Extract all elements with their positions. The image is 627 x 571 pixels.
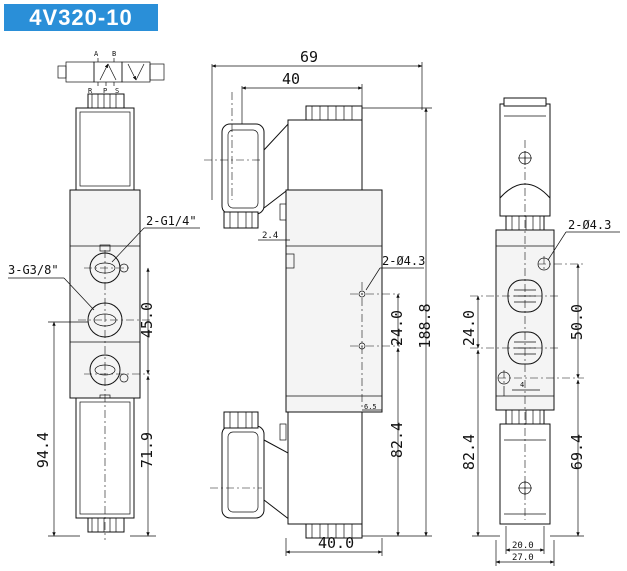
- front-view: 2-G1/4" 3-G3/8" 94.4 45.0 71.9: [8, 93, 200, 540]
- outlet-ports-label: 2-G1/4": [146, 214, 197, 228]
- dim-27-0: 27.0: [512, 553, 534, 563]
- dim-4: 4: [520, 381, 524, 389]
- inlet-ports-label: 3-G3/8": [8, 263, 59, 277]
- end-dim-69-4: 69.4: [568, 434, 586, 470]
- dim-71-9: 71.9: [138, 432, 156, 468]
- end-mount-holes-label: 2-Ø4.3: [568, 218, 611, 232]
- model-title: 4V320-10: [4, 4, 158, 31]
- dim-2-4: 2.4: [262, 231, 278, 241]
- side-view: 69 40 40.0 2.4 2-Ø4.3 24.0 188.8 82.4 6.…: [204, 48, 434, 556]
- dim-6-5: 6.5: [364, 403, 377, 411]
- port-p-label: P: [103, 87, 107, 95]
- dim-40-0: 40.0: [318, 534, 354, 552]
- side-dim-24-0: 24.0: [388, 310, 406, 346]
- end-dim-82-4: 82.4: [460, 434, 478, 470]
- port-s-label: S: [115, 87, 119, 95]
- dim-45-0: 45.0: [138, 302, 156, 338]
- port-r-label: R: [88, 87, 93, 95]
- valve-symbol: A B R P S: [57, 50, 165, 95]
- dim-94-4: 94.4: [34, 432, 52, 468]
- end-dim-24-0: 24.0: [460, 310, 478, 346]
- side-mount-holes-label: 2-Ø4.3: [382, 254, 425, 268]
- dim-188-8: 188.8: [416, 303, 434, 348]
- dim-40: 40: [282, 70, 300, 88]
- end-view: 2-Ø4.3 24.0 50.0 82.4 69.4 4 20.0 27.0: [460, 97, 620, 566]
- dim-69: 69: [300, 48, 318, 66]
- end-dim-50-0: 50.0: [568, 304, 586, 340]
- port-b-label: B: [112, 50, 116, 58]
- port-a-label: A: [94, 50, 99, 58]
- dim-20-0: 20.0: [512, 541, 534, 551]
- side-dim-82-4: 82.4: [388, 422, 406, 458]
